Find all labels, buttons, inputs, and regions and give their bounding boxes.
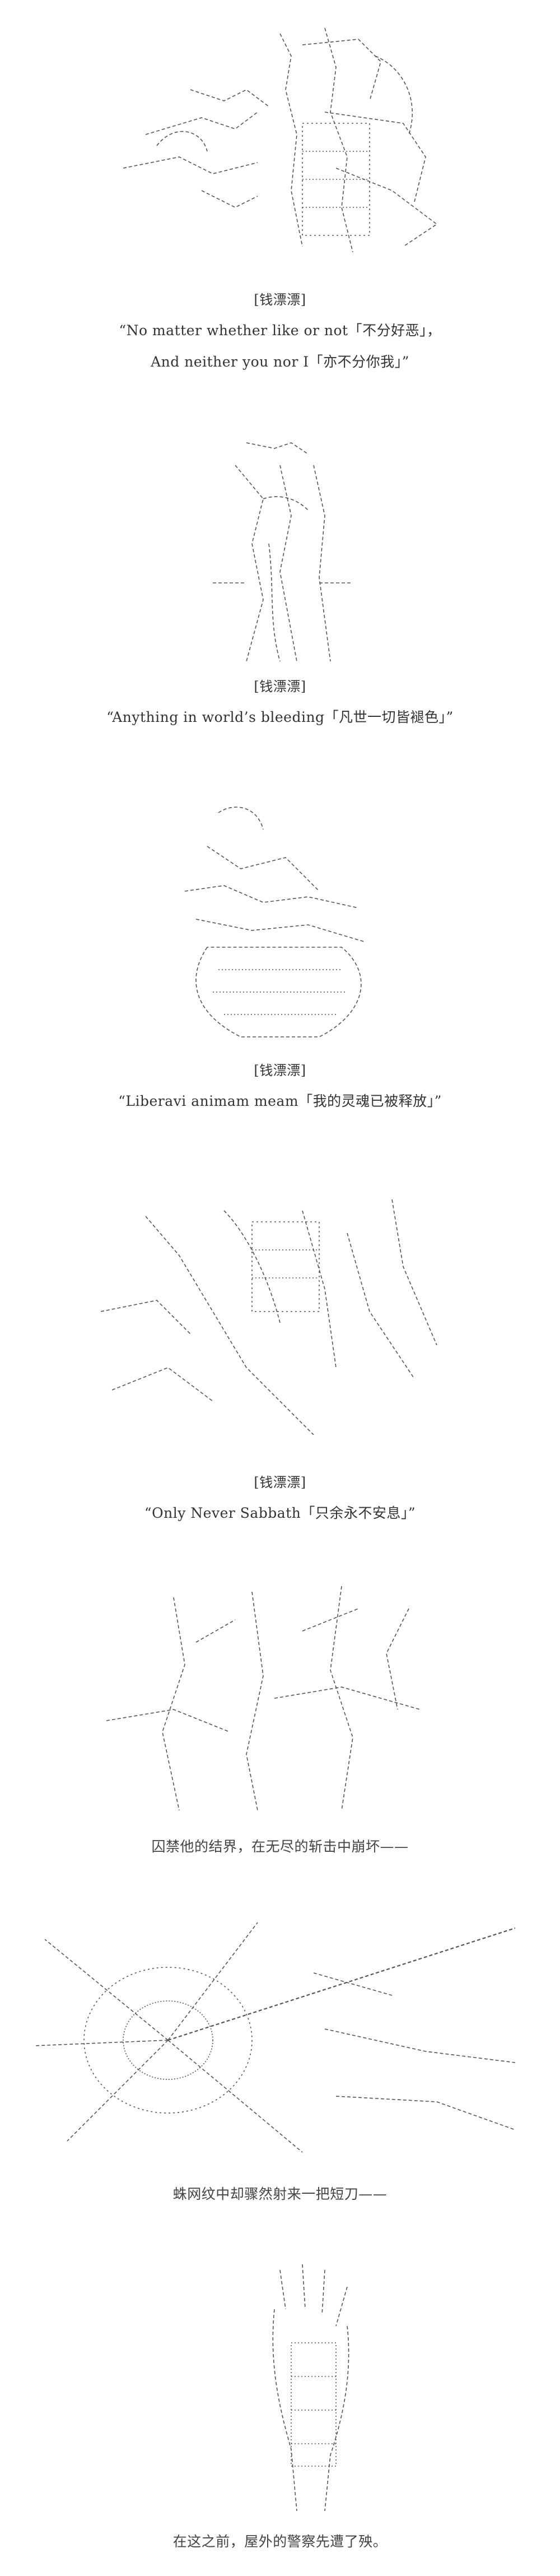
speaker-label: [钱漂漂] (254, 1475, 306, 1490)
narration-line-1: 在这之前，屋外的警察先遭了殃。 (172, 2533, 388, 2550)
quote-line-1: “Only Never Sabbath「只余永不安息」” (144, 1505, 416, 1521)
panel-4: [钱漂漂] “Only Never Sabbath「只余永不安息」” (0, 1188, 560, 1536)
speaker-label: [钱漂漂] (254, 292, 306, 308)
panel-7: 在这之前，屋外的警察先遭了殃。 (0, 2253, 560, 2576)
narration-line-1: 囚禁他的结界，在无尽的斩击中崩坏—— (151, 1838, 409, 1855)
speaker-label: [钱漂漂] (254, 679, 306, 694)
quote-line-1: “Liberavi animam meam「我的灵魂已被释放」” (118, 1093, 442, 1109)
ascii-art-cracks-5 (106, 1586, 454, 1810)
quote-line-1: “No matter whether like or not「不分好恶」， (119, 322, 441, 339)
ascii-art-scene-4 (101, 1199, 459, 1435)
ascii-art-web-6 (34, 1917, 526, 2163)
ascii-art-figures-1 (90, 22, 470, 258)
quote-line-1: “Anything in world’s bleeding「凡世一切皆褪色」” (106, 709, 454, 725)
ascii-art-figure-2 (213, 432, 353, 667)
panel-2: [钱漂漂] “Anything in world’s bleeding「凡世一切… (0, 426, 560, 740)
ascii-art-figure-3 (174, 801, 386, 1043)
panel-5: 囚禁他的结界，在无尽的斩击中崩坏—— (0, 1569, 560, 1872)
panel-6: 蛛网纹中却骤然射来一把短刀—— (0, 1906, 560, 2220)
quote-line-2: And neither you nor I「亦不分你我」” (151, 354, 409, 370)
panel-3: [钱漂漂] “Liberavi animam meam「我的灵魂已被释放」” (0, 785, 560, 1143)
narration-line-1: 蛛网纹中却骤然射来一把短刀—— (172, 2186, 388, 2202)
speaker-label: [钱漂漂] (254, 1063, 306, 1078)
ascii-art-hand-7 (263, 2264, 358, 2511)
panel-1: [钱漂漂] “No matter whether like or not「不分好… (0, 0, 560, 392)
